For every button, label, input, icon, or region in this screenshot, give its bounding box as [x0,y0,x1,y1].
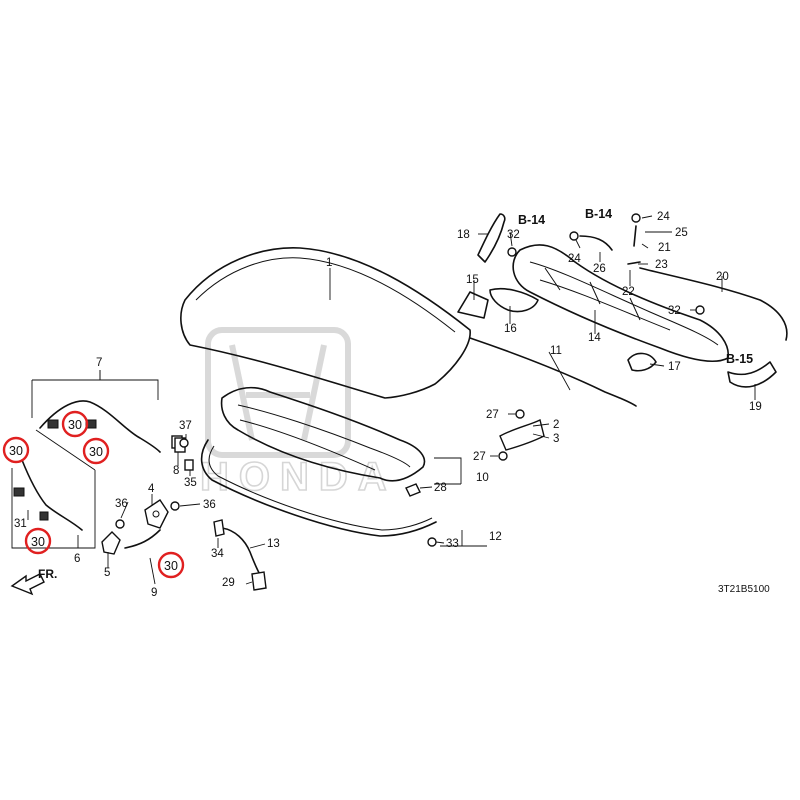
callout-32a: 32 [507,229,520,241]
cowl-bracket [457,291,489,319]
cowl-top [512,244,729,362]
callout-27b: 27 [473,451,486,463]
callout-4: 4 [148,483,155,495]
callout-35: 35 [184,477,197,489]
svg-text:HONDA: HONDA [200,455,397,499]
callout-9: 9 [151,587,157,599]
highlighted-callouts: 30 30 30 30 30 [2,410,185,579]
callout-7: 7 [96,357,102,369]
bolt-36a [115,519,125,529]
hood-front-seal [200,439,437,537]
callout-8: 8 [173,465,179,477]
callout-37: 37 [179,420,192,432]
rod-holder [251,571,267,591]
highlight-label-1: 30 [68,418,82,432]
callout-34: 34 [211,548,224,560]
callout-18: 18 [457,229,470,241]
callout-36b: 36 [203,499,216,511]
callout-6: 6 [74,553,80,565]
cowl-seal-pad [489,287,539,313]
bolt-37 [179,438,189,448]
callout-25: 25 [675,227,688,239]
cowl-side-trim [727,361,777,388]
ref-b15: B-15 [726,352,753,366]
bolt-35 [184,459,194,471]
highlight-ring-1 [61,410,89,438]
callout-14: 14 [588,332,601,344]
front-direction-arrow: FR. [10,567,57,596]
callout-24a: 24 [568,253,581,265]
callout-13: 13 [267,538,280,550]
diagram-code: 3T21B5100 [718,584,770,595]
clip-28 [405,483,421,497]
clip-32b [695,305,705,315]
clip-27b [498,451,508,461]
callout-28: 28 [434,482,447,494]
hood-panel [180,247,471,399]
highlight-label-4: 30 [31,535,45,549]
highlight-label-3: 30 [9,444,23,458]
callout-22: 22 [622,286,635,298]
hood-rear-seal [469,337,637,407]
callout-5: 5 [104,567,110,579]
highlight-label-5: 30 [164,559,178,573]
callout-12: 12 [489,531,502,543]
highlight-ring-4 [24,527,52,555]
hood-support-rod [221,527,263,579]
washer-hose [639,267,788,341]
clip-24a [569,231,579,241]
callout-3: 3 [553,433,559,445]
callout-1: 1 [326,257,332,269]
reference-labels: B-14 B-14 B-15 [518,207,753,366]
hood-hinge [499,418,545,451]
clip-27a [515,409,525,419]
callout-19: 19 [749,401,762,413]
callout-20: 20 [716,271,729,283]
callout-17: 17 [668,361,681,373]
leader-lines [27,215,756,585]
callout-29: 29 [222,577,235,589]
callout-36a: 36 [115,498,128,510]
highlight-ring-2 [82,437,110,465]
callout-labels: 1 2 3 4 5 6 7 8 9 10 11 12 13 14 15 16 1… [14,211,762,599]
callout-33: 33 [446,538,459,550]
hose-joint [627,225,641,265]
latch-bracket [101,531,121,555]
callout-16: 16 [504,323,517,335]
callout-11: 11 [550,345,562,357]
callout-15: 15 [466,274,479,286]
direction-label: FR. [38,567,57,581]
highlight-label-2: 30 [89,445,103,459]
bolt-36b [170,501,180,511]
honda-watermark: HONDA [199,327,397,500]
clip-32a [507,247,517,257]
hood-latch [144,499,169,529]
clip-24b [631,213,641,223]
highlight-ring-3 [2,436,30,464]
ref-b14-b: B-14 [585,207,612,221]
clip-34 [213,519,225,537]
callout-2: 2 [553,419,559,431]
hood-release-cable [39,400,183,453]
callout-31: 31 [14,518,27,530]
cowl-side-cover [477,213,506,263]
callout-10: 10 [476,472,489,484]
ref-b14-a: B-14 [518,213,545,227]
hood-insulator [220,386,426,482]
highlight-ring-5 [157,551,185,579]
latch-cable [124,529,161,549]
callout-24b: 24 [657,211,670,223]
callout-23: 23 [655,259,668,271]
hood-release-cable-lower [13,459,83,531]
callout-21: 21 [658,242,671,254]
cowl-end-cap [627,352,657,372]
clip-33 [427,537,437,547]
callout-32b: 32 [668,305,681,317]
callout-27a: 27 [486,409,499,421]
callout-26: 26 [593,263,606,275]
washer-hose-short [579,235,613,251]
